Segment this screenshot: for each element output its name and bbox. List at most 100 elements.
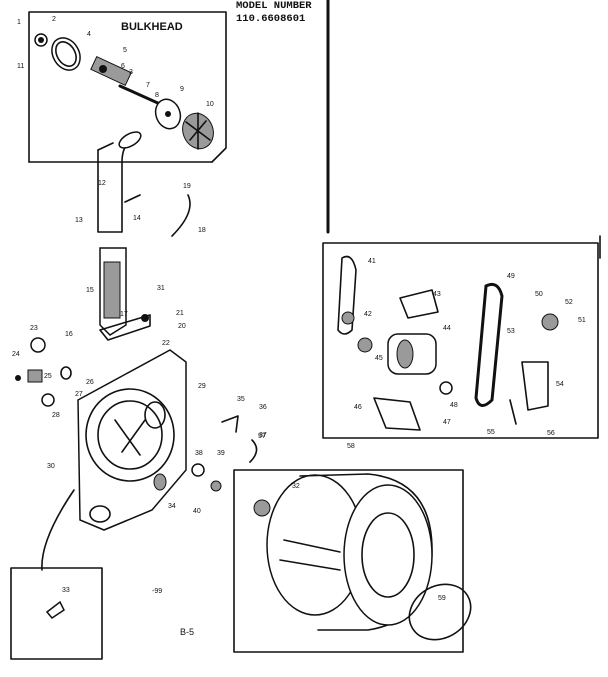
bulkhead-inset-frame [28, 11, 227, 163]
part-label-27: 27 [75, 391, 83, 398]
part-label-12: 12 [98, 180, 106, 187]
drum-assembly [266, 473, 472, 641]
part-label-24: 24 [12, 351, 20, 358]
spacer-27 [41, 393, 55, 407]
motor-pulley [439, 381, 453, 395]
idler-wheel-52 [541, 313, 559, 331]
bulkhead-seal-ring [51, 37, 81, 71]
part-label-30: 30 [47, 463, 55, 470]
bulkhead-inset: BULKHEAD 1 2 4 5 6 7 8 9 10 11 3 [17, 11, 227, 163]
part-label-1: 1 [17, 19, 21, 26]
bulkhead-shaft [118, 84, 162, 106]
drum-opening [361, 512, 415, 598]
part-label-51: 51 [578, 317, 586, 324]
part-label-23: 23 [30, 325, 38, 332]
drum-seal-ring [408, 583, 472, 641]
part-label-46: 46 [354, 404, 362, 411]
part-label-17: 17 [120, 311, 128, 318]
part-label-49: 49 [507, 273, 515, 280]
part-label-45: 45 [375, 355, 383, 362]
part-label-58: 58 [347, 443, 355, 450]
motor-mount [373, 397, 421, 431]
part-label-21: 21 [176, 310, 184, 317]
motor-fan [357, 337, 373, 353]
part-label-28: 28 [52, 412, 60, 419]
part-label-52: 52 [565, 299, 573, 306]
bracket-35 [221, 415, 239, 433]
model-number-value: 110.6608601 [236, 13, 305, 25]
knob-part-23 [30, 337, 46, 353]
part-label-35: 35 [237, 396, 245, 403]
part-label-50: 50 [535, 291, 543, 298]
part-label-19: 19 [183, 183, 191, 190]
front-panel-bracing [114, 419, 146, 456]
motor-end-bell [396, 339, 414, 369]
model-number-label: MODEL NUMBER [236, 0, 312, 12]
front-panel-foot [89, 505, 111, 523]
part-label-42: 42 [364, 311, 372, 318]
part-label-13: 13 [75, 217, 83, 224]
part-label-59: 59 [438, 595, 446, 602]
part-label-29: 29 [198, 383, 206, 390]
part-label-10: 10 [206, 101, 214, 108]
part-label-37: 37 [259, 432, 267, 439]
duct-seal-strip [171, 194, 191, 237]
part-label-7: 7 [146, 82, 150, 89]
part-label-8: 8 [155, 92, 159, 99]
screw-11 [15, 375, 21, 381]
part-label-57: 57 [258, 433, 266, 440]
motor-clip-43 [399, 289, 439, 319]
part-label-9: 9 [180, 86, 184, 93]
spring-37 [249, 439, 258, 463]
idler-pulley [341, 311, 355, 325]
motor-inset-frame [322, 242, 599, 439]
model-number-block: MODEL NUMBER 110.6608601 [236, 0, 312, 25]
drum-inset-frame [233, 469, 464, 653]
lint-filter-bracket [99, 314, 151, 341]
part-label-5: 5 [123, 47, 127, 54]
inset-clip [45, 600, 65, 619]
part-label-41: 41 [368, 258, 376, 265]
part-label-54: 54 [556, 381, 564, 388]
front-panel-latch [153, 473, 167, 491]
roller-39 [210, 480, 222, 492]
part-label-44: 44 [443, 325, 451, 332]
part-label-47: 47 [443, 419, 451, 426]
drum-front-rim [343, 484, 433, 626]
page-number: B-5 [180, 627, 194, 637]
seal-ring-26 [60, 366, 72, 380]
part-label-36: 36 [259, 404, 267, 411]
exhaust-duct [97, 131, 142, 233]
drive-belt-small [337, 255, 357, 335]
exhaust-duct-bend [97, 142, 114, 151]
front-panel-wire [41, 489, 75, 571]
part-label-18: 18 [198, 227, 206, 234]
lint-filter-housing [99, 247, 151, 341]
part-label-40: 40 [193, 508, 201, 515]
part-label-33: 33 [62, 587, 70, 594]
part-label-4: 4 [87, 31, 91, 38]
roller-38 [191, 463, 205, 477]
part-label-31: 31 [157, 285, 165, 292]
blower-wheel-vanes [185, 112, 211, 150]
part-label-16: 16 [65, 331, 73, 338]
part-label-34: 34 [168, 503, 176, 510]
small-parts-inset [10, 567, 103, 660]
idler-bracket-54 [521, 361, 549, 411]
part-label-3: 3 [129, 69, 133, 76]
bulkhead-bearing [90, 55, 132, 87]
part-label-11: 11 [17, 63, 24, 70]
front-panel-port [144, 401, 166, 429]
housing-bolt [141, 314, 149, 322]
part-label-22: 22 [162, 340, 170, 347]
drum-roller [253, 499, 271, 517]
part-label-43: 43 [433, 291, 441, 298]
part-label-26: 26 [86, 379, 94, 386]
part-label-32: 32 [292, 483, 300, 490]
part-labels: 12 13 14 15 16 17 18 19 20 21 22 23 24 2… [12, 180, 586, 602]
bulkhead-washer-center [38, 37, 44, 43]
bulkhead-bearing-hub [99, 65, 107, 73]
part-label-53: 53 [507, 328, 515, 335]
part-label-39: 39 [217, 450, 225, 457]
